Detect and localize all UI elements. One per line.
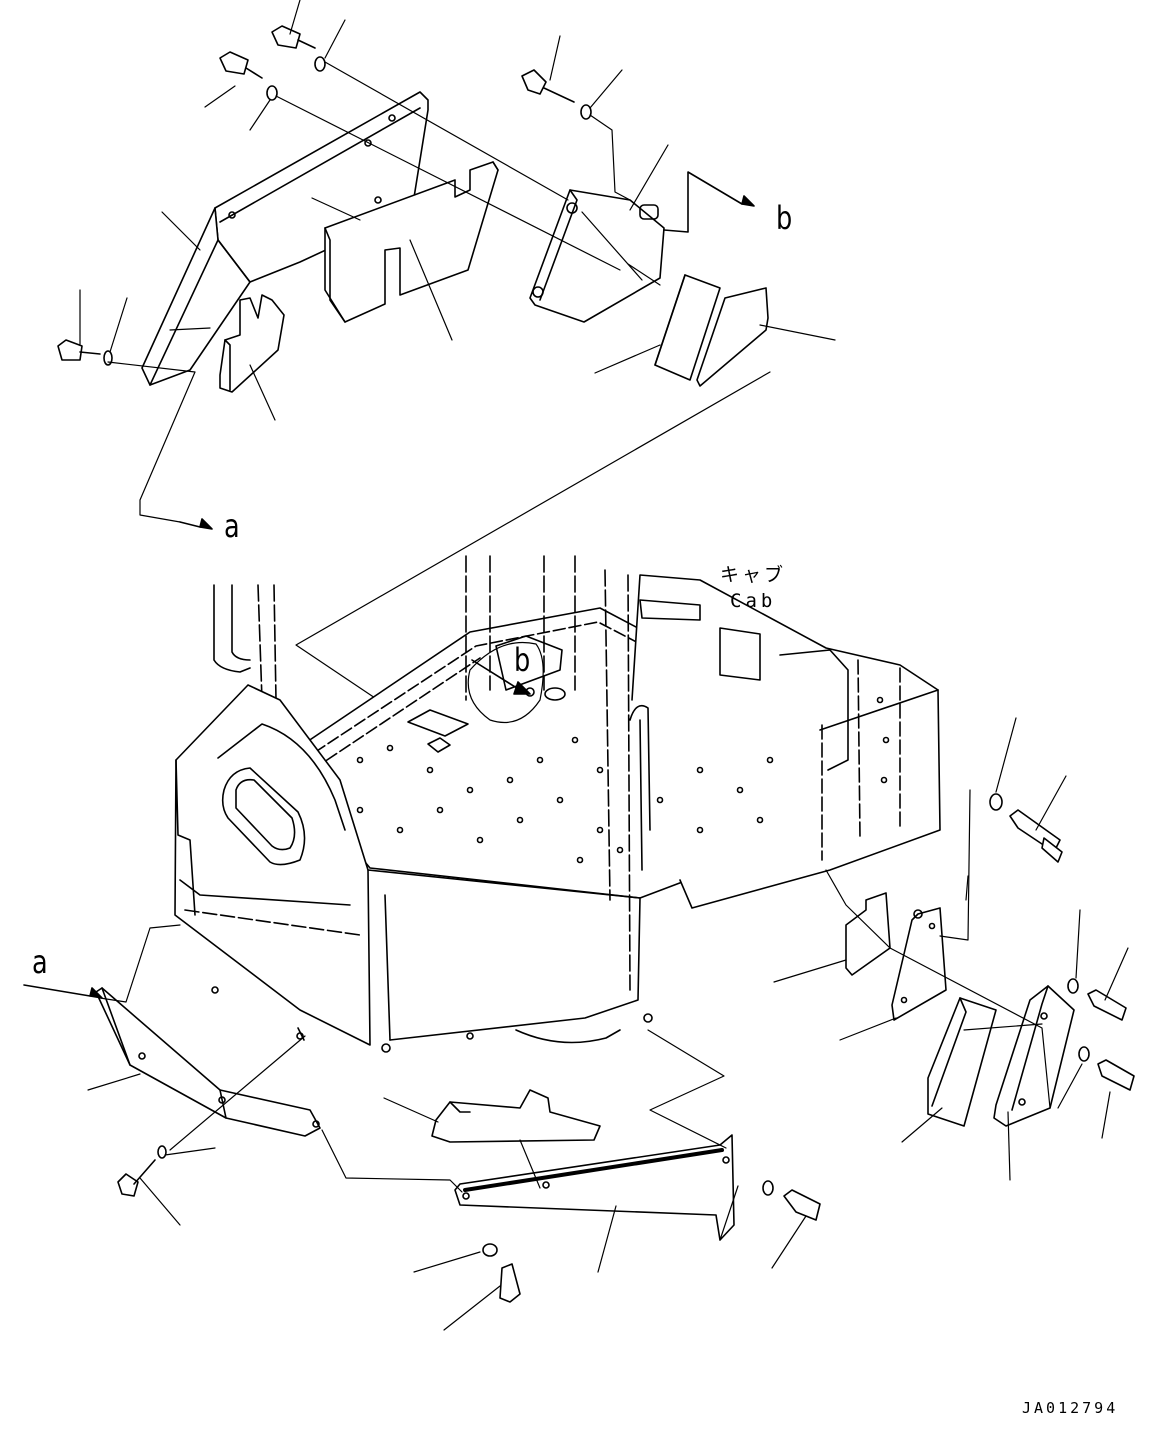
bolt-bottom-left <box>117 1159 156 1197</box>
bolt-top-4 <box>57 339 101 361</box>
washer-bottom-center-right <box>762 1180 774 1196</box>
washer-top-2 <box>266 85 278 101</box>
top-cover-assembly <box>57 0 836 701</box>
wedge-pads-top-right <box>654 274 769 387</box>
washer-top-3 <box>580 104 592 120</box>
arrow-a-bottom <box>23 984 91 997</box>
right-pad-lower <box>927 997 997 1127</box>
bolt-right-1 <box>1009 809 1063 863</box>
bolt-top-1 <box>271 25 316 49</box>
washer-right-3 <box>1078 1046 1090 1062</box>
right-bracket-lower <box>993 985 1075 1127</box>
drawing-code: JA012794 <box>1022 1399 1119 1417</box>
bolt-bottom-center <box>499 1263 521 1303</box>
reference-a-left: a <box>32 943 48 981</box>
bolt-right-3 <box>1097 1059 1135 1091</box>
bottom-center-pad <box>431 1089 601 1143</box>
link-line-top-to-floor <box>295 371 771 701</box>
reference-a-top: a <box>224 507 240 545</box>
floor-holes <box>356 696 890 864</box>
leader-lines-top <box>79 0 836 523</box>
washer-bottom-left <box>157 1145 167 1159</box>
cab-floor-frame <box>174 555 941 1053</box>
cab-label-english: Cab <box>730 590 777 612</box>
cover-plate-top-right <box>529 189 665 323</box>
washer-right-2 <box>1067 978 1079 994</box>
rubber-pad-top-small <box>219 294 285 393</box>
cab-label-japanese: キャブ <box>720 564 787 586</box>
reference-b-floor: b <box>514 641 531 679</box>
washer-bottom-center <box>482 1243 498 1257</box>
bolt-top-3 <box>521 69 575 103</box>
bolt-top-2 <box>219 51 263 79</box>
arrow-a-top <box>179 521 201 528</box>
washer-top-1 <box>314 56 326 72</box>
reference-b-top: b <box>776 199 793 237</box>
right-pad-upper <box>845 892 891 976</box>
side-window-slot <box>217 723 346 866</box>
bolt-right-2 <box>1087 989 1127 1021</box>
bottom-left-bracket <box>95 987 321 1137</box>
bottom-center-bracket <box>454 1134 735 1241</box>
arrow-b-top <box>663 171 743 233</box>
rubber-pad-top-center <box>324 161 499 323</box>
washer-top-4 <box>103 350 113 366</box>
right-bracket-upper <box>891 907 947 1021</box>
leader-lines-bottom <box>87 717 1129 1331</box>
detail-b-circle <box>467 641 544 724</box>
washer-right-1 <box>989 793 1003 811</box>
bolt-bottom-center-right <box>783 1189 821 1221</box>
long-bracket-top <box>141 91 429 386</box>
